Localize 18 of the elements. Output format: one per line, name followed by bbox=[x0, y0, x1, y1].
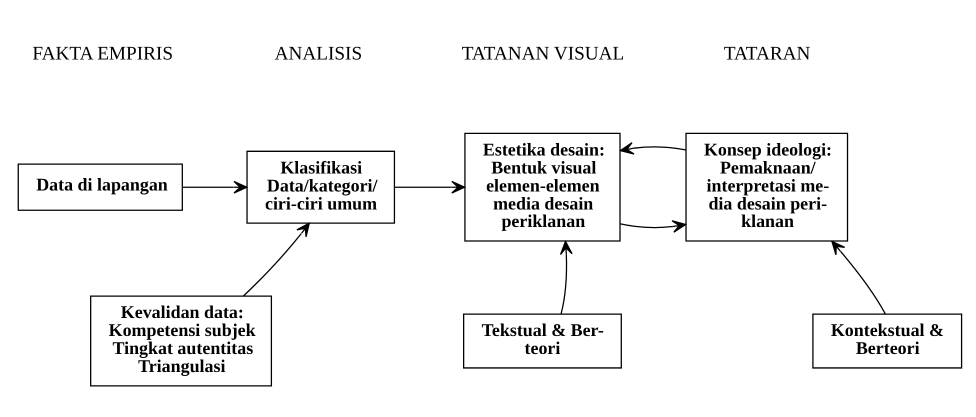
node-box: Konsep ideologi: Pemaknaan/ interpretasi me- dia desain peri- klanan bbox=[685, 132, 848, 242]
label: ANALISIS bbox=[274, 43, 362, 64]
node-box: Data di lapangan bbox=[18, 163, 183, 210]
arrow bbox=[182, 180, 248, 194]
arrow bbox=[243, 222, 310, 296]
arrow bbox=[620, 142, 686, 154]
arrow bbox=[831, 240, 886, 314]
arrow bbox=[620, 220, 686, 232]
label: TATARAN bbox=[724, 43, 810, 64]
node-box: Klasifikasi Data/kategori/ ciri-ciri umum bbox=[246, 150, 396, 224]
node-box: Kevalidan data: Kompetensi subjek Tingkat autentitas Triangulasi bbox=[90, 295, 272, 386]
label: TATANAN VISUAL bbox=[462, 43, 624, 64]
label: FAKTA EMPIRIS bbox=[32, 43, 174, 64]
node-box: Tekstual & Ber- teori bbox=[463, 312, 622, 368]
arrow bbox=[560, 240, 573, 314]
node-box: Estetika desain: Bentuk visual elemen-elemen media desain periklanan bbox=[464, 132, 621, 242]
arrow bbox=[394, 180, 466, 194]
node-box: Kontekstual & Berteori bbox=[812, 312, 962, 368]
